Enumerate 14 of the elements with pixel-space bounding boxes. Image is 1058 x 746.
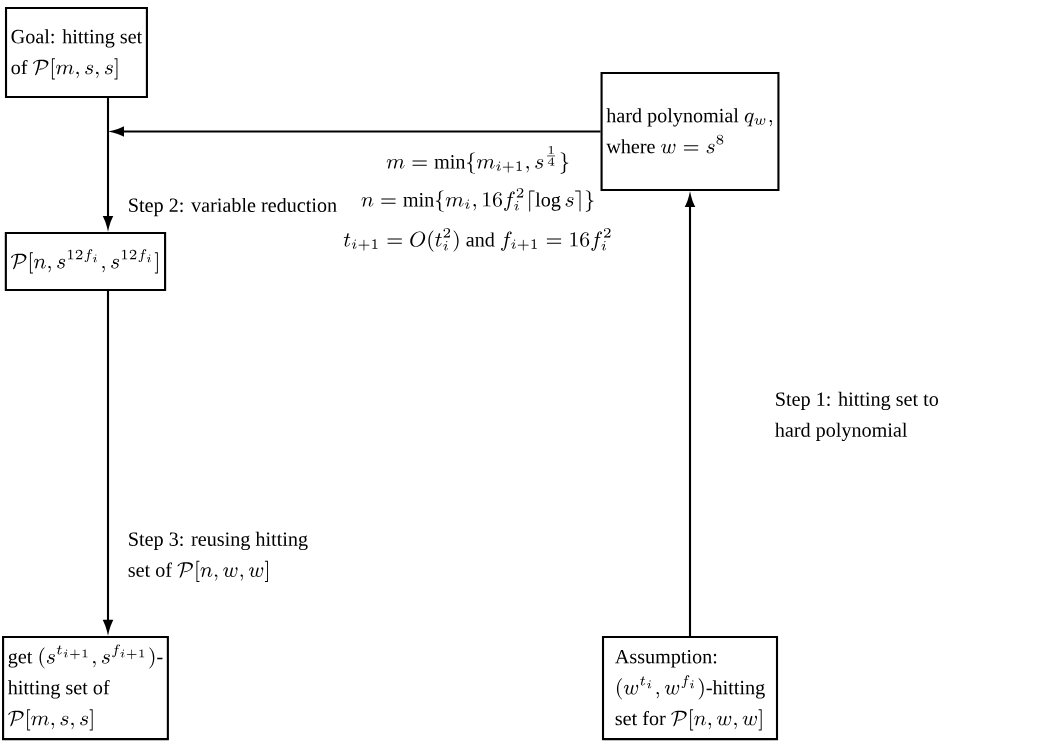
- formula: $t_{i+1}=O(t_i^2)\text{ and }f_{i+1}=16f_i^2$: [343, 228, 611, 252]
- process-box: $\begin{array}{l}\text{hard polynomial }q_w,\\ \text{where }w=s^8\end{array}$: [600, 71, 780, 192]
- formula: $n=\min\{m_i,16f_i^2\lceil\log s\rceil\}$: [361, 188, 594, 212]
- arrow: [685, 194, 695, 636]
- process-box: $\begin{array}{l}\text{get }(s^{t_{i+1}},s^{f_{i+1}})\text{-}\\ \text{hitting set of}\\ \mathcal{P}[m,s,s]\end{array}$: [2, 635, 169, 741]
- arrow: [103, 291, 113, 633]
- edge-label: Step 2: variable reduction: [125, 195, 340, 219]
- formula: $m=\min\{m_{i+1},s^{\frac{1}{4}}\}$: [386, 146, 569, 174]
- edge-label: $\begin{array}{l}\text{Step 1: hitting set to}\\ \text{hard polynomial}\end{array}$: [772, 381, 942, 449]
- edge-label: $\begin{array}{l}\text{Step 3: reusing hitting}\\ \text{set of }\mathcal{P}[n,w,w]\end{array}$: [125, 521, 311, 589]
- process-box: $\begin{array}{l}\text{Goal: hitting set}\\ \text{of }\mathcal{P}[m,s,s]\end{array}$: [4, 6, 148, 99]
- process-box: $\begin{array}{l}\text{Assumption:}\\ (w^{t_i},w^{f_i})\text{-hitting}\\ \text{set for }\mathcal{P}[n,w,w]\end{array}$: [601, 635, 779, 741]
- arrow: [103, 98, 113, 229]
- process-box: $\mathcal{P}[n,s^{12f_i},s^{12f_i}]$: [4, 231, 167, 292]
